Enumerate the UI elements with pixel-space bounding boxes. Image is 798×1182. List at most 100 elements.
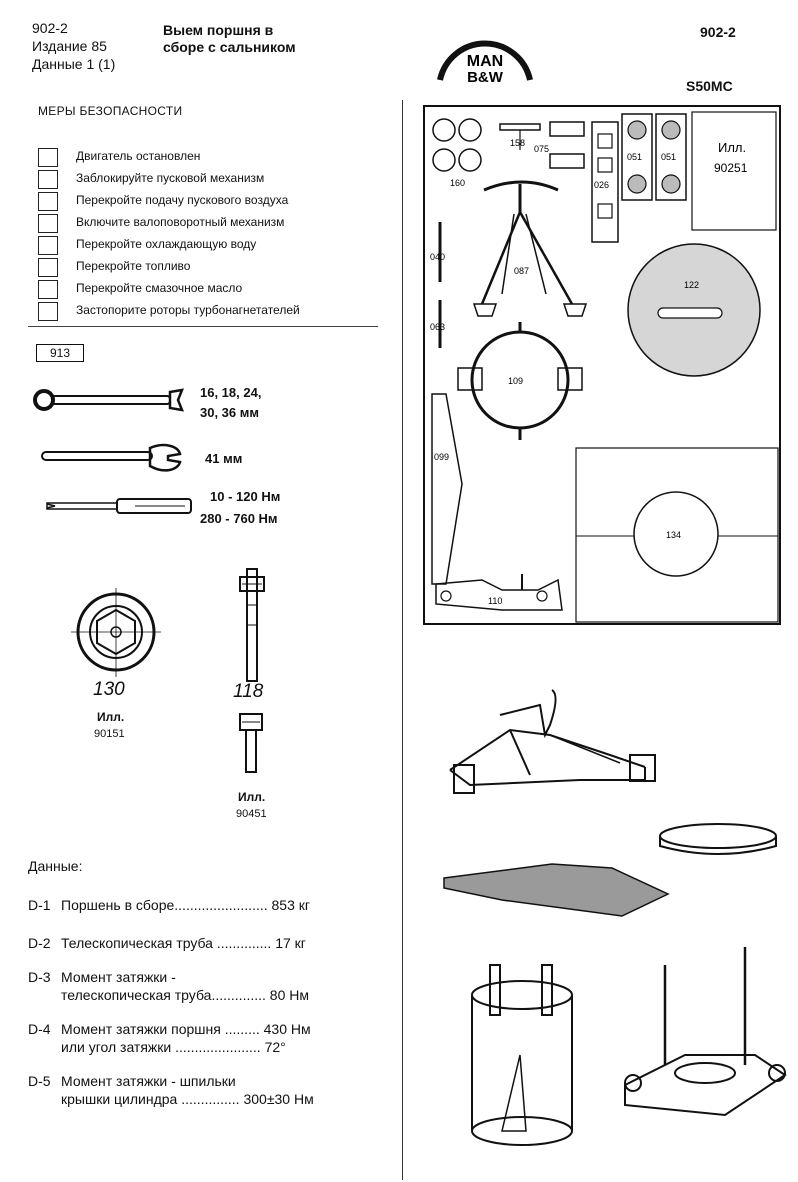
lifting-yoke-drawing <box>449 689 656 794</box>
doc-title-line2: сборе с сальником <box>163 39 296 55</box>
safety-checkbox[interactable] <box>38 192 58 211</box>
column-divider <box>402 100 403 1180</box>
part-118-number: 118 <box>233 681 264 702</box>
safety-item-label: Перекройте топливо <box>76 259 191 273</box>
data-line: Поршень в сборе........................ … <box>61 897 310 913</box>
safety-checkbox[interactable] <box>38 236 58 255</box>
safety-title: МЕРЫ БЕЗОПАСНОСТИ <box>38 104 183 118</box>
safety-item: Заблокируйте пусковой механизм <box>38 168 378 190</box>
board-label: 160 <box>450 178 465 188</box>
safety-item-label: Включите валоповоротный механизм <box>76 215 285 229</box>
data-row: D-1 Поршень в сборе.....................… <box>28 896 388 934</box>
doc-number-right: 902-2 <box>700 24 736 40</box>
bracket-icon <box>549 121 585 137</box>
board-label: 134 <box>666 530 681 540</box>
safety-checkbox[interactable] <box>38 214 58 233</box>
logo-text-top: MAN <box>467 53 503 70</box>
doc-title-line1: Выем поршня в <box>163 22 274 38</box>
ill-plate <box>691 111 777 231</box>
open-wrench-size: 41 мм <box>205 451 243 466</box>
data-sheet: Данные 1 (1) <box>32 56 116 72</box>
data-code: D-1 <box>28 897 51 913</box>
board-label: 075 <box>534 144 549 154</box>
data-row: D-3 Момент затяжки - телескопическая тру… <box>28 968 388 1020</box>
board-label: 040 <box>430 252 445 262</box>
part-118-ill-label: Илл. <box>238 790 266 804</box>
safety-checkbox[interactable] <box>38 258 58 277</box>
edition: Издание 85 <box>32 38 107 54</box>
data-line: Момент затяжки - <box>61 969 176 985</box>
wrench-sizes-line1: 16, 18, 24, <box>200 385 262 400</box>
plate-icon <box>621 113 653 201</box>
logo-text-bottom: B&W <box>467 69 504 86</box>
data-code: D-2 <box>28 935 51 951</box>
board-label: 158 <box>510 138 525 148</box>
board-label: 110 <box>488 596 502 606</box>
safety-checkbox[interactable] <box>38 148 58 167</box>
tool-box-code: 913 <box>36 344 84 362</box>
board-label: 051 <box>627 152 642 162</box>
torque-range-line1: 10 - 120 Нм <box>210 489 281 504</box>
safety-item: Перекройте подачу пускового воздуха <box>38 190 378 212</box>
safety-item: Включите валоповоротный механизм <box>38 212 378 234</box>
data-line: телескопическая труба.............. 80 Н… <box>61 987 309 1003</box>
plate-icon <box>655 113 687 201</box>
ring-icon <box>458 118 482 142</box>
long-bar-icon <box>431 393 463 585</box>
safety-item: Двигатель остановлен <box>38 146 378 168</box>
data-code: D-4 <box>28 1021 51 1037</box>
data-row: D-5 Момент затяжки - шпильки крышки цили… <box>28 1072 388 1112</box>
safety-checkbox[interactable] <box>38 280 58 299</box>
lifting-tool-icon <box>472 180 588 317</box>
data-code: D-3 <box>28 969 51 985</box>
safety-item: Перекройте топливо <box>38 256 378 278</box>
data-row: D-4 Момент затяжки поршня ......... 430 … <box>28 1020 388 1072</box>
board-ill-label: Илл. <box>718 140 746 155</box>
engine-model: S50MC <box>686 78 733 94</box>
cover-plate-drawing <box>443 863 670 917</box>
socket-130-icon <box>71 588 161 677</box>
sealing-ring-drawing <box>659 823 777 855</box>
combination-wrench-icon <box>33 388 184 412</box>
data-line: Момент затяжки поршня ......... 430 Нм <box>61 1021 311 1037</box>
safety-item-label: Заблокируйте пусковой механизм <box>76 171 265 185</box>
board-label: 087 <box>514 266 529 276</box>
safety-item: Перекройте охлаждающую воду <box>38 234 378 256</box>
data-title: Данные: <box>28 858 83 874</box>
board-ill-number: 90251 <box>714 161 748 175</box>
part-130-ill-number: 90151 <box>94 728 125 740</box>
data-code: D-5 <box>28 1073 51 1089</box>
data-line: крышки цилиндра ............... 300±30 Н… <box>61 1091 314 1107</box>
safety-checklist: Двигатель остановлен Заблокируйте пусков… <box>38 146 378 322</box>
safety-item-label: Застопорите роторы турбонагнетателей <box>76 303 300 317</box>
ring-icon <box>458 148 482 172</box>
ring-icon <box>432 118 456 142</box>
safety-checkbox[interactable] <box>38 302 58 321</box>
part-130-ill-label: Илл. <box>97 710 125 724</box>
stud-118-detail-icon <box>239 713 263 773</box>
torque-wrench-icon <box>46 498 192 514</box>
big-plate-icon <box>575 447 779 623</box>
data-row: D-2 Телескопическая труба ..............… <box>28 934 388 968</box>
open-end-wrench-icon <box>41 443 182 472</box>
ring-icon <box>432 148 456 172</box>
bracket-icon <box>549 153 585 169</box>
stud-118-icon <box>239 568 265 682</box>
board-label: 099 <box>434 452 449 462</box>
board-label: 051 <box>661 152 676 162</box>
man-bw-logo: MAN B&W <box>437 40 533 86</box>
safety-item-label: Перекройте подачу пускового воздуха <box>76 193 289 207</box>
board-label: 109 <box>508 376 523 386</box>
valve-tool-icon <box>435 574 563 611</box>
piston-frame-drawing <box>624 947 787 1117</box>
strip-tool-icon <box>591 121 619 243</box>
part-118-ill-number: 90451 <box>236 808 267 820</box>
doc-number: 902-2 <box>32 20 68 36</box>
data-line: или угол затяжки ...................... … <box>61 1039 286 1055</box>
board-label: 026 <box>594 180 609 190</box>
piston-support-drawing <box>471 964 573 1146</box>
safety-checkbox[interactable] <box>38 170 58 189</box>
data-line: Телескопическая труба .............. 17 … <box>61 935 306 951</box>
torque-range-line2: 280 - 760 Нм <box>200 511 278 526</box>
board-label: 063 <box>430 322 445 332</box>
